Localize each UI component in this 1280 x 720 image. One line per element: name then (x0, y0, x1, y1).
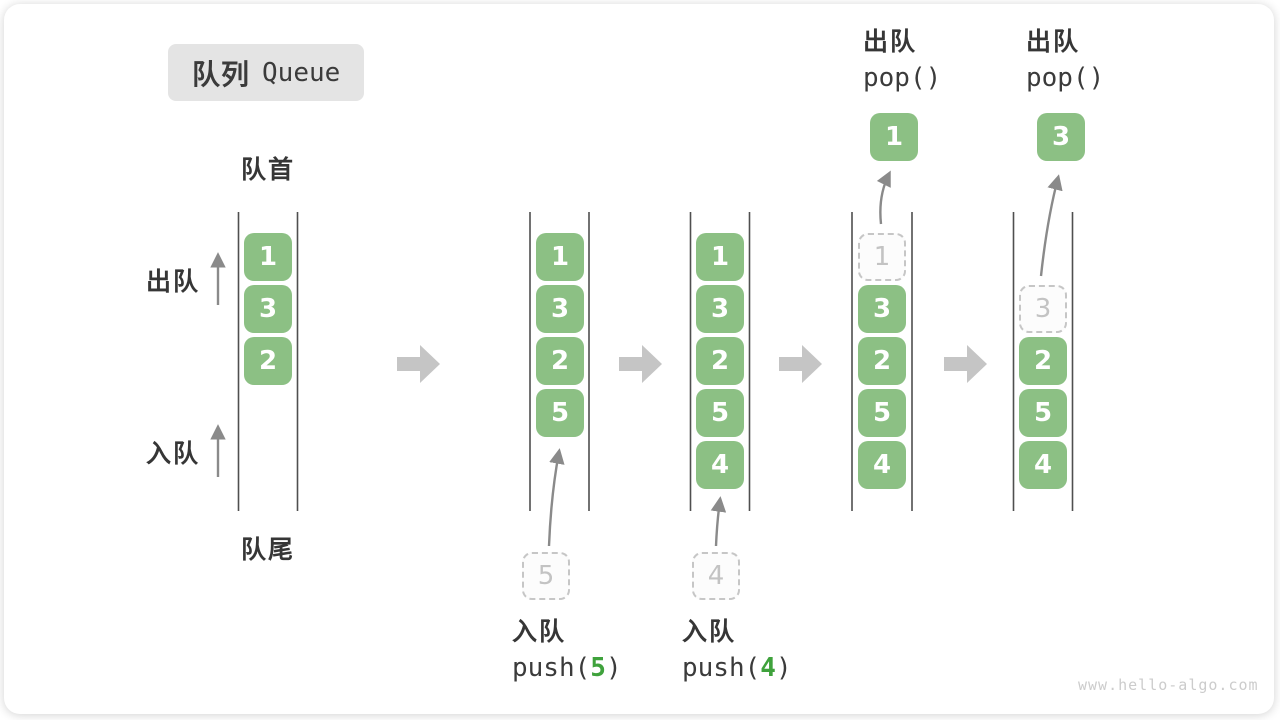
watermark: www.hello-algo.com (1078, 676, 1259, 694)
push-arg: 4 (760, 653, 776, 683)
popped-element: 3 (1037, 113, 1085, 161)
pop-operation-fn: pop() (1026, 63, 1105, 93)
queue-cell: 4 (858, 441, 906, 489)
staged-element: 5 (522, 552, 570, 600)
staged-element: 4 (692, 552, 740, 600)
queue-cell: 2 (696, 337, 744, 385)
push-operation-zh: 入队 (512, 618, 567, 646)
queue-cell-ghost: 3 (1019, 285, 1067, 333)
queue-front-label: 队首 (240, 156, 295, 184)
queue-cell: 3 (244, 285, 292, 333)
pop-operation-label: 出队 pop() (863, 24, 941, 96)
queue-cell: 3 (858, 285, 906, 333)
push-operation-label: 入队 push(4) (682, 614, 792, 686)
pop-operation-zh: 出队 (863, 28, 918, 56)
queue-cell: 4 (696, 441, 744, 489)
pop-operation-fn: pop() (863, 63, 942, 93)
queue-cell: 3 (696, 285, 744, 333)
push-operation-label: 入队 push(5) (512, 614, 622, 686)
queue-cell: 5 (536, 389, 584, 437)
pop-operation-zh: 出队 (1026, 28, 1081, 56)
queue-cell: 1 (536, 233, 584, 281)
queue-cell: 2 (858, 337, 906, 385)
queue-rear-label: 队尾 (240, 536, 295, 564)
queue-cell: 5 (696, 389, 744, 437)
title-en: Queue (262, 57, 341, 88)
queue-cell: 1 (696, 233, 744, 281)
push-operation-fn: push(4) (682, 653, 792, 683)
queue-cell: 2 (536, 337, 584, 385)
queue-cell: 4 (1019, 441, 1067, 489)
pop-operation-label: 出队 pop() (1026, 24, 1104, 96)
popped-element: 1 (870, 113, 918, 161)
title-zh: 队列 (192, 58, 251, 90)
dequeue-side-label: 出队 (146, 268, 201, 296)
diagram-card (4, 4, 1274, 714)
queue-cell: 3 (536, 285, 584, 333)
queue-cell: 5 (858, 389, 906, 437)
push-arg: 5 (590, 653, 606, 683)
push-operation-zh: 入队 (682, 618, 737, 646)
title-badge: 队列 Queue (168, 44, 365, 101)
queue-cell: 2 (244, 337, 292, 385)
queue-cell: 5 (1019, 389, 1067, 437)
enqueue-side-label: 入队 (146, 440, 201, 468)
queue-cell: 2 (1019, 337, 1067, 385)
queue-cell-ghost: 1 (858, 233, 906, 281)
push-operation-fn: push(5) (512, 653, 622, 683)
queue-cell: 1 (244, 233, 292, 281)
